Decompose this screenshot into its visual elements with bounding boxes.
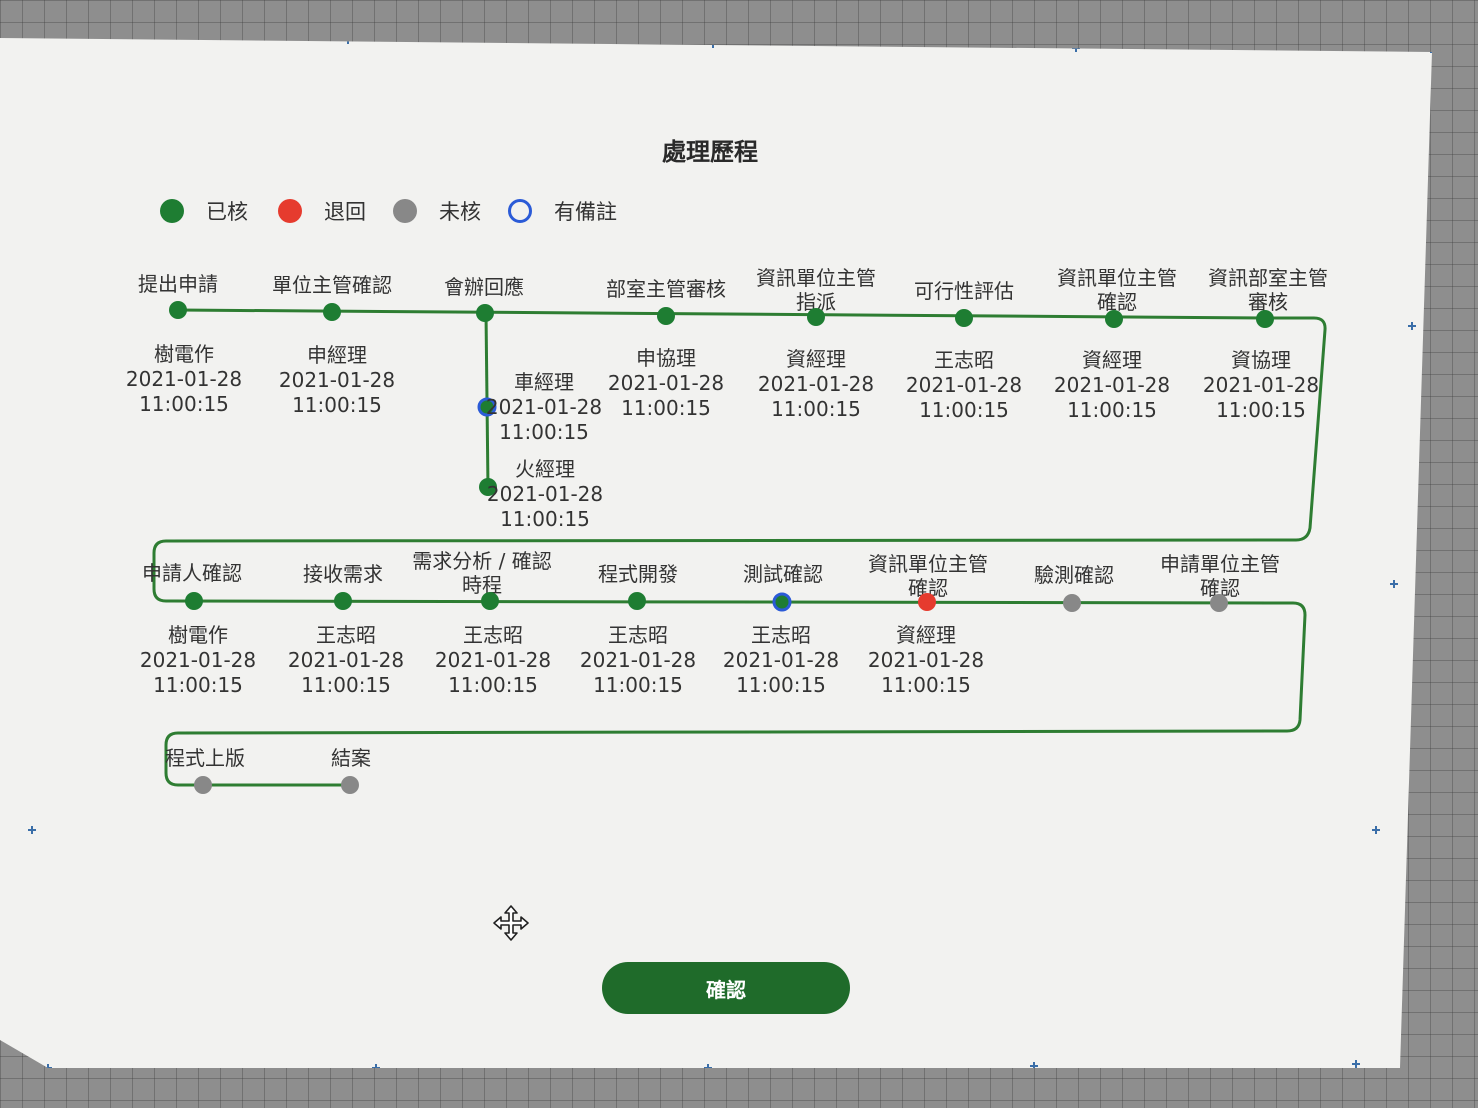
step-info: 申協理 2021-01-28 11:00:15 — [607, 346, 725, 420]
resize-handle[interactable] — [372, 1064, 380, 1068]
approved-dot-icon[interactable] — [167, 299, 189, 321]
resize-handle[interactable] — [344, 38, 352, 44]
step-title: 程式開發 — [598, 562, 678, 586]
pending-dot-icon[interactable] — [1208, 592, 1230, 614]
legend-label: 已核 — [206, 200, 248, 224]
pending-dot-icon[interactable] — [192, 774, 214, 796]
step-info: 資經理 2021-01-28 11:00:15 — [1053, 348, 1171, 422]
step-title: 可行性評估 — [914, 279, 1014, 303]
step-info: 火經理 2021-01-28 11:00:15 — [486, 457, 604, 531]
approved-dot-icon[interactable] — [477, 476, 499, 498]
step-info: 車經理 2021-01-28 11:00:15 — [485, 370, 603, 444]
step-title: 申請單位主管 確認 — [1160, 552, 1280, 600]
step-info: 王志昭 2021-01-28 11:00:15 — [287, 623, 405, 697]
returned-dot-icon[interactable] — [916, 591, 938, 613]
step-info: 王志昭 2021-01-28 11:00:15 — [722, 623, 840, 697]
step-info: 王志昭 2021-01-28 11:00:15 — [905, 348, 1023, 422]
step-title: 資訊部室主管 審核 — [1208, 266, 1328, 314]
resize-handle[interactable] — [1072, 44, 1080, 52]
legend-label: 有備註 — [554, 200, 617, 224]
resize-handle[interactable] — [1390, 580, 1398, 588]
resize-handle[interactable] — [1430, 48, 1432, 56]
step-title: 單位主管確認 — [272, 273, 392, 297]
approved-dot-icon[interactable] — [321, 301, 343, 323]
note-ring-icon[interactable] — [476, 396, 498, 418]
legend-item-returned: 退回 — [278, 196, 366, 226]
legend-label: 未核 — [439, 200, 481, 224]
step-info: 資協理 2021-01-28 11:00:15 — [1202, 348, 1320, 422]
resize-handle[interactable] — [1352, 1060, 1360, 1068]
note-ring-icon[interactable] — [771, 591, 793, 613]
resize-handle[interactable] — [1408, 322, 1416, 330]
returned-dot-icon — [278, 199, 302, 223]
confirm-button[interactable]: 確認 — [602, 962, 850, 1014]
resize-handle[interactable] — [1372, 826, 1380, 834]
note-ring-icon — [508, 199, 532, 223]
approved-dot-icon[interactable] — [1254, 308, 1276, 330]
step-title: 申請人確認 — [142, 561, 242, 585]
step-title: 程式上版 — [165, 746, 245, 770]
approved-dot-icon[interactable] — [655, 305, 677, 327]
step-title: 驗測確認 — [1034, 563, 1114, 587]
step-title: 資訊單位主管 確認 — [868, 552, 988, 600]
step-info: 申經理 2021-01-28 11:00:15 — [278, 343, 396, 417]
resize-handle[interactable] — [1030, 1062, 1038, 1068]
approved-dot-icon — [160, 199, 184, 223]
step-info: 王志昭 2021-01-28 11:00:15 — [579, 623, 697, 697]
approved-dot-icon[interactable] — [332, 590, 354, 612]
resize-handle[interactable] — [704, 1064, 712, 1068]
step-title: 結案 — [331, 746, 371, 770]
step-title: 測試確認 — [743, 562, 823, 586]
flow-main-path — [152, 308, 1327, 787]
step-title: 資訊單位主管 確認 — [1057, 266, 1177, 314]
approved-dot-icon[interactable] — [805, 306, 827, 328]
approved-dot-icon[interactable] — [626, 590, 648, 612]
approved-dot-icon[interactable] — [1103, 308, 1125, 330]
step-title: 部室主管審核 — [606, 277, 726, 301]
step-title: 需求分析 / 確認 時程 — [412, 549, 552, 597]
legend-item-note: 有備註 — [508, 196, 617, 226]
resize-handle[interactable] — [44, 1064, 52, 1068]
pending-dot-icon[interactable] — [339, 774, 361, 796]
step-info: 樹電作 2021-01-28 11:00:15 — [125, 342, 243, 416]
dialog-title: 處理歷程 — [662, 138, 758, 166]
approved-dot-icon[interactable] — [183, 590, 205, 612]
legend-item-pending: 未核 — [393, 196, 481, 226]
pending-dot-icon — [393, 199, 417, 223]
legend-item-approved: 已核 — [160, 196, 248, 226]
step-title: 會辦回應 — [444, 275, 524, 299]
step-info: 王志昭 2021-01-28 11:00:15 — [434, 623, 552, 697]
approved-dot-icon[interactable] — [474, 302, 496, 324]
step-title: 接收需求 — [303, 562, 383, 586]
step-info: 樹電作 2021-01-28 11:00:15 — [139, 623, 257, 697]
move-cursor-icon — [493, 905, 529, 941]
step-title: 提出申請 — [138, 272, 218, 296]
step-info: 資經理 2021-01-28 11:00:15 — [867, 623, 985, 697]
resize-handle[interactable] — [709, 40, 717, 48]
step-info: 資經理 2021-01-28 11:00:15 — [757, 347, 875, 421]
resize-handle[interactable] — [28, 826, 36, 834]
approved-dot-icon[interactable] — [479, 590, 501, 612]
pending-dot-icon[interactable] — [1061, 592, 1083, 614]
approved-dot-icon[interactable] — [953, 307, 975, 329]
legend-label: 退回 — [324, 200, 366, 224]
